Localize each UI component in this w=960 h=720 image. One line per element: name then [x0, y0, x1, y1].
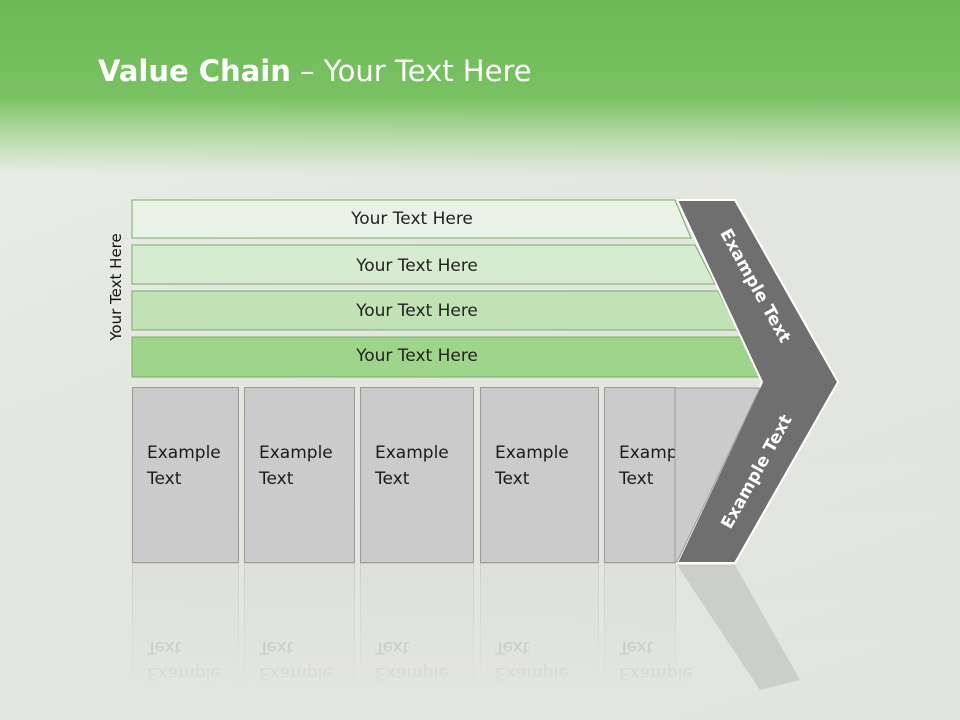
box-3-line2: Text [375, 469, 410, 489]
reflect-box-2-line1: Example [259, 663, 333, 683]
title-bold: Value Chain [98, 54, 291, 88]
reflect-box-3-line1: Example [375, 663, 449, 683]
reflect-box-4-line2: Text [495, 637, 530, 657]
reflect-box-2: Example Text [244, 563, 355, 693]
bar-shape-1 [131, 199, 692, 239]
bar-1: Your Text Here [132, 200, 692, 238]
reflect-box-2-line2: Text [259, 637, 294, 657]
header-band [0, 0, 960, 175]
box-4-line2: Text [495, 469, 530, 489]
reflect-box-1: Example Text [132, 563, 239, 693]
chevron-reflection [677, 565, 800, 690]
bar-4: Your Text Here [132, 337, 702, 375]
reflect-box-5-line2: Text [619, 637, 654, 657]
reflection: Example Text Example Text Example Text Exam… [0, 563, 960, 693]
bar-2: Your Text Here [132, 247, 702, 285]
bar-2-label: Your Text Here [356, 256, 478, 276]
page-title: Value Chain – Your Text Here [98, 54, 532, 88]
reflect-box-3: Example Text [360, 563, 474, 693]
reflect-box-3-line2: Text [375, 637, 410, 657]
box-5-slant [674, 387, 761, 563]
bar-1-label: Your Text Here [351, 209, 473, 229]
box-1-line1: Example [147, 443, 221, 463]
bar-3: Your Text Here [132, 292, 702, 330]
box-2-line2: Text [259, 469, 294, 489]
bar-3-label: Your Text Here [356, 301, 478, 321]
bar-4-label: Your Text Here [356, 346, 478, 366]
box-5-line1: Example [619, 443, 693, 463]
box-1-line2: Text [147, 469, 182, 489]
reflect-box-4-line1: Example [495, 663, 569, 683]
box-4-line1: Example [495, 443, 569, 463]
title-rest: – Your Text Here [290, 54, 532, 88]
reflect-box-5-line1: Example [619, 663, 693, 683]
chevron-shape [675, 199, 840, 564]
reflect-box-4: Example Text [480, 563, 599, 693]
box-2-line1: Example [259, 443, 333, 463]
bar-shape-2 [131, 244, 716, 285]
box-3-line1: Example [375, 443, 449, 463]
reflect-box-5: Example Text [604, 563, 693, 693]
reflect-box-1-line1: Example [147, 663, 221, 683]
reflect-box-1-line2: Text [147, 637, 182, 657]
box-5-line2: Text [619, 469, 654, 489]
